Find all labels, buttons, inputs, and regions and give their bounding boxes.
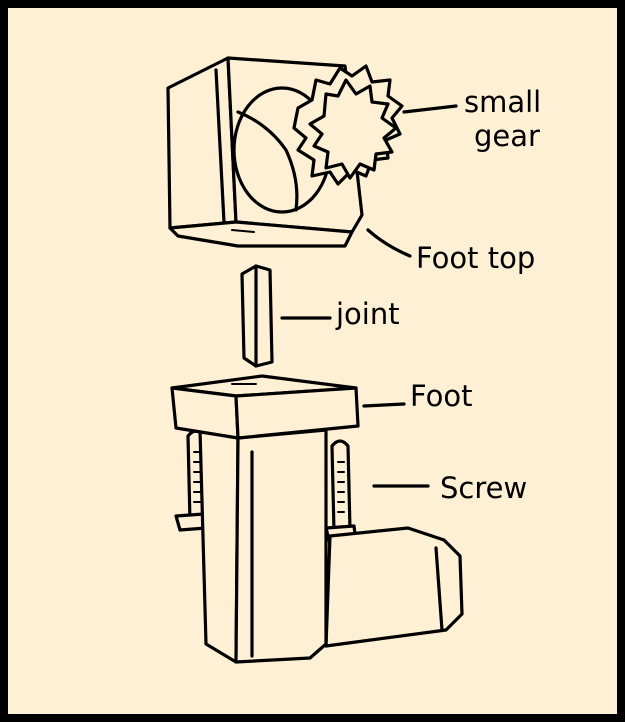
label-foot-top: Foot top	[416, 241, 535, 275]
label-small: small	[464, 85, 541, 119]
label-joint: joint	[335, 297, 400, 331]
leader-foot	[362, 402, 406, 408]
label-gear: gear	[474, 119, 540, 153]
leader-lines	[280, 104, 458, 488]
screw-right	[324, 439, 358, 546]
label-screw: Screw	[440, 471, 527, 505]
joint-part	[240, 264, 274, 368]
foot-part	[170, 374, 464, 664]
leader-small-gear	[402, 104, 458, 114]
small-gear-part	[292, 64, 404, 186]
leader-foot-top	[366, 228, 412, 258]
label-foot: Foot	[410, 379, 473, 413]
